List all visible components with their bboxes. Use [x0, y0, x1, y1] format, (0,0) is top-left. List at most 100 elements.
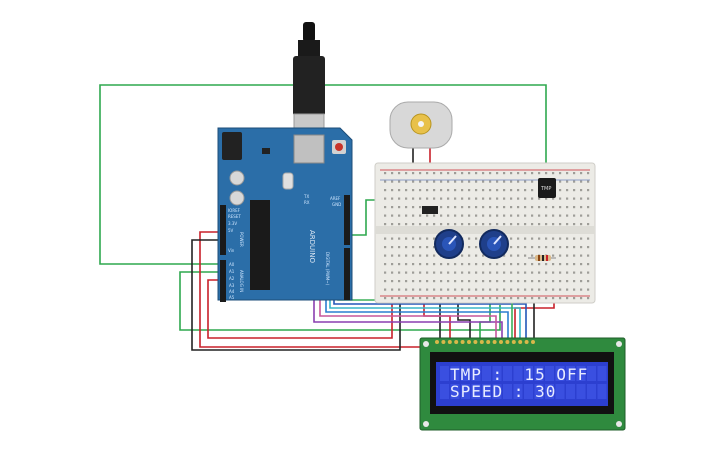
breadboard-hole — [538, 246, 541, 249]
breadboard-hole — [580, 280, 583, 283]
breadboard-hole — [566, 214, 569, 217]
breadboard-hole — [447, 180, 450, 183]
breadboard-hole — [538, 271, 541, 274]
breadboard-hole — [580, 297, 583, 300]
breadboard-hole — [566, 189, 569, 192]
breadboard-hole — [405, 263, 408, 266]
breadboard-hole — [419, 197, 422, 200]
breadboard-hole — [433, 180, 436, 183]
breadboard-hole — [566, 197, 569, 200]
lcd-cell — [545, 384, 554, 399]
breadboard-hole — [398, 206, 401, 209]
breadboard-hole — [552, 246, 555, 249]
breadboard-hole — [440, 189, 443, 192]
breadboard-hole — [454, 172, 457, 175]
breadboard-hole — [503, 223, 506, 226]
breadboard-hole — [573, 223, 576, 226]
breadboard-hole — [419, 254, 422, 257]
breadboard-hole — [524, 172, 527, 175]
breadboard-hole — [524, 246, 527, 249]
label-5v: 5V — [228, 228, 234, 233]
breadboard-hole — [482, 271, 485, 274]
breadboard-hole — [419, 246, 422, 249]
breadboard-hole — [573, 206, 576, 209]
breadboard-hole — [566, 180, 569, 183]
lcd-cell — [440, 366, 449, 381]
breadboard-hole — [587, 180, 590, 183]
breadboard-hole — [503, 180, 506, 183]
breadboard-hole — [580, 172, 583, 175]
breadboard-hole — [566, 237, 569, 240]
breadboard-hole — [398, 214, 401, 217]
breadboard-hole — [510, 237, 513, 240]
breadboard-hole — [545, 223, 548, 226]
lcd-pin-header — [435, 340, 535, 344]
breadboard-hole — [440, 223, 443, 226]
breadboard-hole — [510, 263, 513, 266]
breadboard-hole — [573, 246, 576, 249]
breadboard-hole — [545, 263, 548, 266]
lcd-pin — [467, 340, 471, 344]
breadboard-hole — [391, 280, 394, 283]
breadboard-hole — [426, 297, 429, 300]
breadboard-hole — [517, 197, 520, 200]
breadboard-hole — [468, 297, 471, 300]
breadboard-hole — [447, 197, 450, 200]
arduino-board: ARDUINO AREF GND TX RX DIGITAL (PWM~) PO… — [217, 127, 353, 302]
breadboard-hole — [461, 214, 464, 217]
breadboard-hole — [412, 172, 415, 175]
breadboard-hole — [482, 288, 485, 291]
breadboard-hole — [580, 271, 583, 274]
breadboard-hole — [482, 263, 485, 266]
breadboard-hole — [503, 172, 506, 175]
breadboard-hole — [496, 263, 499, 266]
breadboard-hole — [559, 223, 562, 226]
breadboard-hole — [538, 263, 541, 266]
breadboard-hole — [545, 288, 548, 291]
breadboard-hole — [517, 254, 520, 257]
lcd-pin — [518, 340, 523, 344]
breadboard-hole — [496, 206, 499, 209]
lcd-cell — [482, 384, 491, 399]
breadboard-hole — [573, 280, 576, 283]
breadboard-hole — [552, 271, 555, 274]
breadboard-hole — [468, 246, 471, 249]
breadboard-hole — [559, 172, 562, 175]
breadboard-hole — [454, 189, 457, 192]
breadboard-hole — [426, 263, 429, 266]
label-3v3: 3.3V — [228, 221, 237, 226]
breadboard-hole — [398, 223, 401, 226]
breadboard-hole — [391, 254, 394, 257]
breadboard-hole — [489, 271, 492, 274]
breadboard-hole — [412, 297, 415, 300]
breadboard-hole — [510, 214, 513, 217]
breadboard-hole — [573, 180, 576, 183]
breadboard-hole — [475, 223, 478, 226]
breadboard-hole — [433, 189, 436, 192]
lcd-cell — [587, 384, 596, 399]
breadboard-hole — [566, 254, 569, 257]
breadboard-hole — [447, 172, 450, 175]
breadboard-hole — [517, 280, 520, 283]
breadboard-hole — [398, 189, 401, 192]
breadboard-hole — [440, 280, 443, 283]
breadboard-hole — [398, 246, 401, 249]
breadboard-hole — [475, 246, 478, 249]
breadboard-hole — [419, 263, 422, 266]
breadboard-hole — [517, 189, 520, 192]
breadboard-hole — [503, 197, 506, 200]
breadboard-hole — [440, 206, 443, 209]
breadboard-hole — [398, 263, 401, 266]
breadboard-hole — [517, 180, 520, 183]
breadboard-hole — [391, 246, 394, 249]
breadboard-hole — [426, 172, 429, 175]
breadboard-hole — [461, 206, 464, 209]
breadboard-hole — [475, 297, 478, 300]
breadboard-hole — [538, 197, 541, 200]
lcd-cell — [450, 366, 460, 381]
breadboard-hole — [510, 223, 513, 226]
breadboard-hole — [524, 254, 527, 257]
breadboard-hole — [391, 197, 394, 200]
breadboard-hole — [580, 214, 583, 217]
potentiometer-icon — [434, 229, 464, 259]
